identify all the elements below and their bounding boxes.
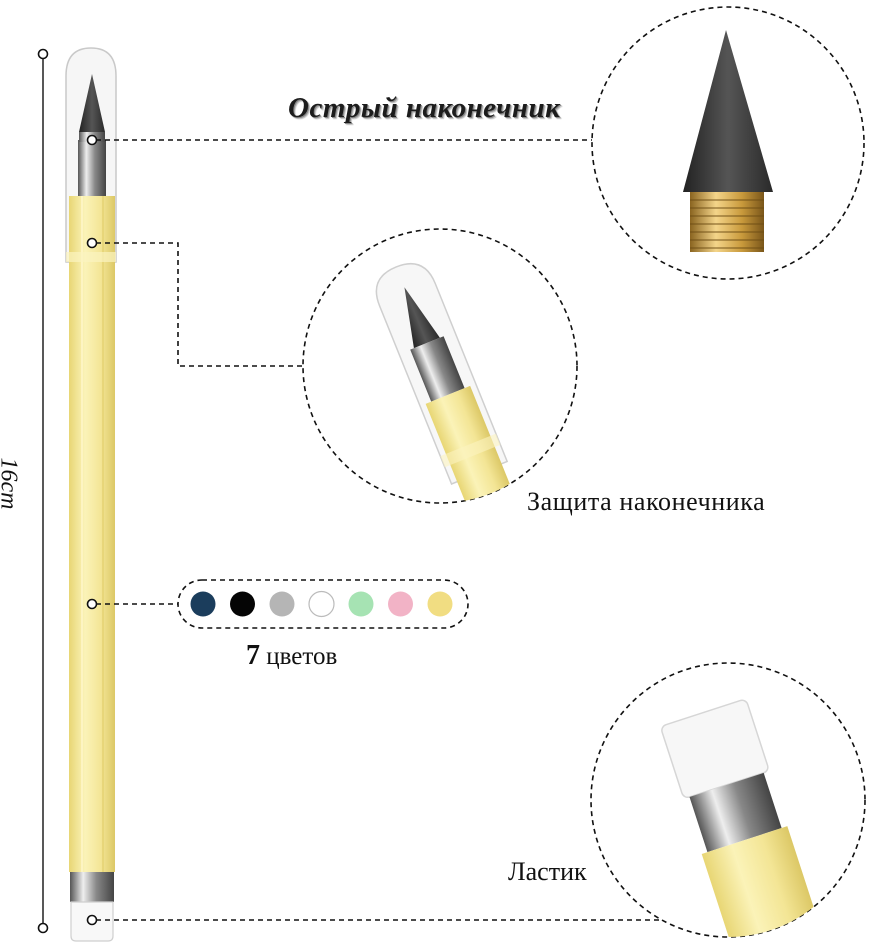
main-pencil (65, 47, 117, 942)
colors-count-word: цветов (266, 643, 338, 670)
swatch-black (230, 591, 255, 617)
tip-protection-label: Защита наконечника (527, 487, 766, 516)
measure-bottom-dot (37, 922, 49, 934)
swatch-pink (388, 591, 413, 617)
swatch-navy (190, 591, 216, 617)
eraser-label: Ластик (508, 857, 587, 886)
swatch-mint-green (348, 591, 374, 617)
cap-leader (96, 242, 303, 367)
length-measure (37, 48, 49, 934)
colors-count-number: 7 (246, 640, 260, 671)
swatch-yellow (427, 591, 453, 617)
cap-detail-circle (302, 228, 578, 504)
measure-top-dot (37, 48, 49, 60)
leader-dots (86, 134, 98, 926)
colors-count-label: 7 цветов (246, 640, 337, 672)
swatch-group (190, 590, 453, 618)
eraser-detail-circle (590, 662, 866, 938)
leader-lines (96, 139, 700, 921)
tip-detail-circle (591, 6, 865, 280)
length-label: 16cm (0, 457, 22, 510)
sharp-tip-label: Острый наконечник (288, 92, 561, 124)
swatch-white (308, 590, 335, 618)
color-swatch-pill (177, 579, 469, 629)
swatch-gray (269, 591, 295, 617)
